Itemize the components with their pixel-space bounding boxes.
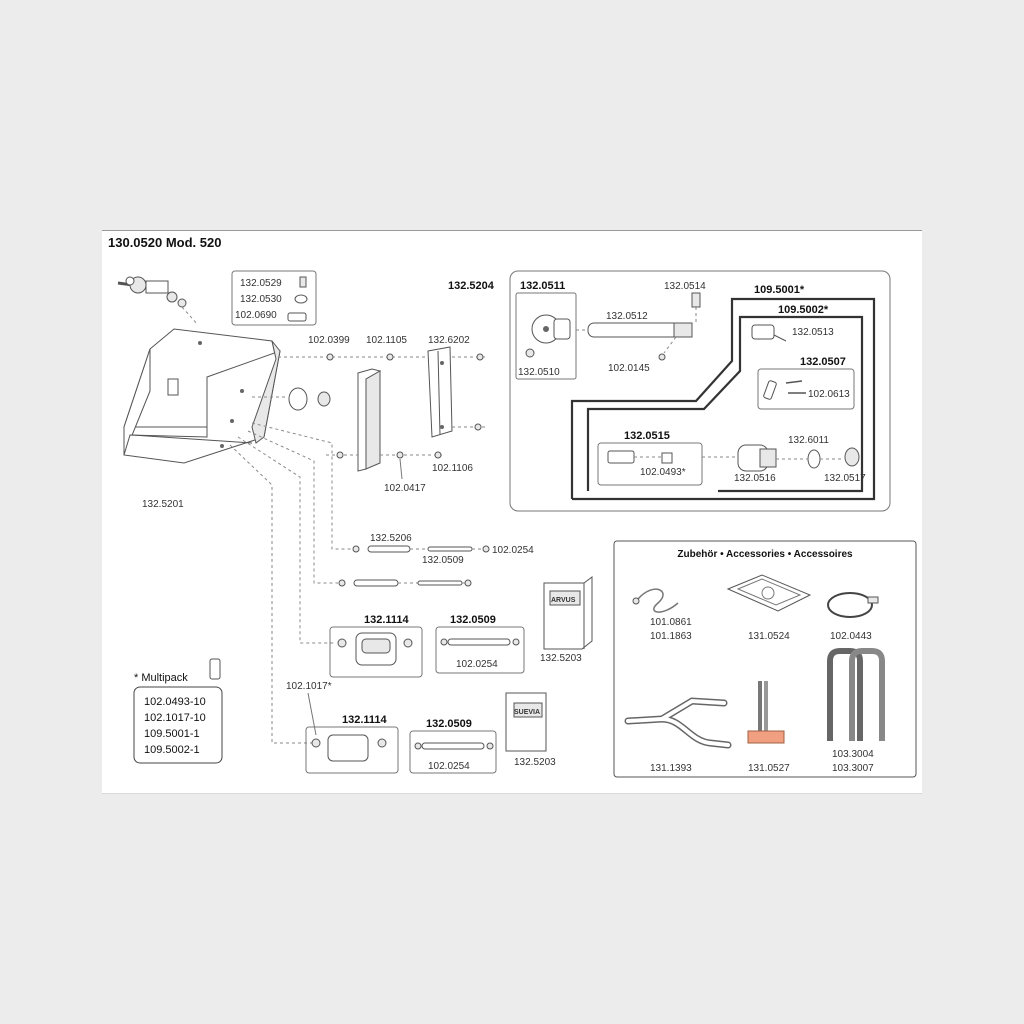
accessory-6-label-2: 103.3007 — [832, 763, 874, 774]
set1-box-part — [543, 576, 593, 650]
u-bolt-accessory — [827, 648, 863, 741]
set2-rod-label: 132.0509 — [426, 718, 472, 730]
screw-kit-frame — [231, 270, 317, 326]
multipack-box: * Multipack 102.0493-10 102.1017-10 109.… — [133, 658, 223, 764]
part-0510-label: 132.0510 — [518, 367, 560, 378]
group-0507-label: 132.0507 — [800, 356, 846, 368]
accessory-4-label: 131.1393 — [650, 763, 692, 774]
set2-bracket-label: 132.1114 — [342, 714, 388, 726]
group-5002-outline — [586, 315, 864, 493]
set2-pin-label: 102.0254 — [428, 761, 470, 772]
part-0613-label: 102.0613 — [808, 389, 850, 400]
part-6011-label: 132.6011 — [788, 435, 829, 446]
screw-icon — [299, 276, 307, 288]
kit-label-0530: 132.0530 — [240, 294, 282, 305]
part-0513-label: 132.0513 — [792, 327, 834, 338]
spring-part — [763, 380, 777, 400]
rod-label-0509: 132.0509 — [422, 555, 464, 566]
group-5001-outline — [570, 297, 876, 501]
lower-set-1: 132.1114 132.0509 102.0254 ARVUS 132.520… — [329, 576, 593, 678]
accessory-1-label-2: 101.1863 — [650, 631, 692, 642]
multipack-icon — [209, 658, 221, 680]
cable-accessory — [637, 588, 679, 613]
part-0145-label: 102.0145 — [608, 363, 650, 374]
clip-label: 102.1017* — [286, 681, 332, 692]
multipack-item-1: 102.0493-10 — [144, 696, 206, 708]
accessory-5-label: 131.0527 — [748, 763, 790, 774]
part-0516-label: 132.0516 — [734, 473, 776, 484]
part-0511-label: 132.0511 — [520, 280, 565, 292]
set2-bracket-part — [327, 734, 369, 762]
group-5001-label: 109.5001* — [754, 284, 805, 296]
accessory-1-label-1: 101.0861 — [650, 617, 692, 628]
diagram-title: 130.0520 Mod. 520 — [108, 235, 221, 250]
multipack-item-2: 102.1017-10 — [144, 712, 206, 724]
multipack-item-4: 109.5002-1 — [144, 744, 200, 756]
accessories-box: Zubehör • Accessories • Accessoires 101.… — [613, 540, 917, 778]
frame-part-label: 132.5201 — [142, 499, 184, 510]
group-5002-label: 109.5002* — [778, 304, 829, 316]
lower-set-2: 132.1114 132.0509 102.0254 SUEVIA 132.52… — [305, 692, 556, 774]
end-nut — [844, 447, 860, 467]
washer-icon — [294, 294, 308, 304]
set2-box-part — [505, 692, 547, 752]
accessories-title: Zubehör • Accessories • Accessoires — [677, 549, 853, 560]
assembly-frame — [509, 270, 891, 512]
part-0493-label: 102.0493* — [640, 467, 686, 478]
rod-upper — [367, 545, 411, 553]
seal-ring — [807, 449, 821, 469]
ring-cable-accessory — [827, 592, 873, 618]
part-0512-label: 132.0512 — [606, 311, 648, 322]
set2-box-label: 132.5203 — [514, 757, 556, 768]
set1-bracket-label: 132.1114 — [364, 614, 410, 626]
screw-kit-box: 132.0529 132.0530 102.0690 — [231, 270, 317, 326]
multipack-title: * Multipack — [134, 672, 188, 684]
accessory-2-label: 131.0524 — [748, 631, 790, 642]
rod-label-0254: 102.0254 — [492, 545, 534, 556]
part-0513-shape — [751, 324, 775, 340]
rod-label-5206: 132.5206 — [370, 533, 412, 544]
rail-label-6202: 132.6202 — [428, 335, 470, 346]
right-rail-part — [427, 346, 453, 438]
set1-box-label: 132.5203 — [540, 653, 582, 664]
rod-lower — [353, 579, 399, 587]
accessory-6-label-1: 103.3004 — [832, 749, 874, 760]
valve-handle-part — [117, 276, 199, 326]
group-0515-label: 132.0515 — [624, 430, 670, 442]
highlight-plate-accessory — [747, 730, 785, 744]
small-nut — [317, 391, 331, 407]
diagram-sheet: 130.0520 Mod. 520 132.0529 132.0530 102.… — [102, 230, 922, 794]
screw-0514 — [691, 292, 701, 308]
set1-pin-label: 102.0254 — [456, 659, 498, 670]
exploded-parts-diagram: 130.0520 Mod. 520 132.0529 132.0530 102.… — [108, 235, 917, 778]
set1-box-brand: ARVUS — [551, 597, 576, 604]
part-0514-label: 132.0514 — [664, 281, 706, 292]
kit-label-0529: 132.0529 — [240, 278, 282, 289]
cartridge-part — [607, 450, 635, 464]
assembly-main-label: 132.5204 — [448, 280, 495, 292]
rail-label-1105: 102.1105 — [366, 335, 407, 346]
set2-box-brand: SUEVIA — [514, 709, 540, 716]
main-frame-part: 132.5201 — [123, 328, 281, 510]
nut-plate-icon — [287, 312, 307, 322]
kit-label-0690: 102.0690 — [235, 310, 277, 321]
multipack-item-3: 109.5001-1 — [144, 728, 200, 740]
plate-accessory — [726, 574, 812, 612]
rail-label-0399: 102.0399 — [308, 335, 350, 346]
rail-label-1106: 102.1106 — [432, 463, 473, 474]
gasket-ring — [288, 387, 308, 411]
accessory-3-label: 102.0443 — [830, 631, 872, 642]
set1-rod-label: 132.0509 — [450, 614, 496, 626]
rail-label-0417: 102.0417 — [384, 483, 426, 494]
assembly-box: 132.5204 132.0511 132.0510 132.0514 132.… — [448, 270, 891, 512]
part-0517-label: 132.0517 — [824, 473, 866, 484]
